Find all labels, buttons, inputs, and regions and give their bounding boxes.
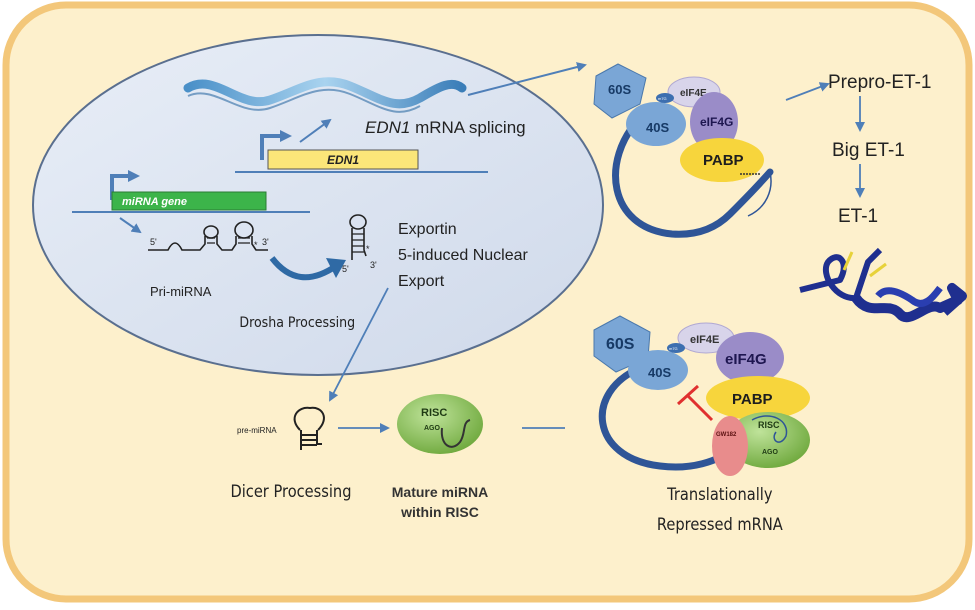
edn1-promoter-arrow xyxy=(260,134,282,160)
arrow-to-prepro xyxy=(785,82,830,101)
top-40s xyxy=(626,102,686,146)
prepro-et1-label: Prepro-ET-1 xyxy=(828,72,931,93)
rep-40s-label: 40S xyxy=(648,365,671,380)
exportin-line3: Export xyxy=(398,273,445,290)
rep-cap xyxy=(667,343,685,353)
arrow-nuclear-export xyxy=(329,287,389,402)
arrow-to-pri-mirna xyxy=(119,217,142,234)
mirna-gene-label: miRNA gene xyxy=(122,196,187,208)
top-mrna-loop xyxy=(612,114,774,238)
pre-5prime: 5' xyxy=(342,264,349,274)
edn1-gene-box xyxy=(267,149,419,170)
top-eif4g xyxy=(690,92,738,152)
rep-eif4e-label: eIF4E xyxy=(690,334,719,346)
pre-mirna-label: pre-miRNA xyxy=(237,426,277,435)
drosha-arrow xyxy=(269,256,338,281)
mature-mirna-strand xyxy=(440,419,471,448)
repressed-complex: 60S 40S eIF4E m7G eIF4G PABP RISC AGO GW… xyxy=(593,315,810,476)
rep-risc-label: RISC xyxy=(758,420,780,430)
arrow-to-ribosome xyxy=(467,62,587,96)
pre-mirna-hairpin-nuclear xyxy=(349,214,367,260)
rep-pabp-label: PABP xyxy=(732,391,773,408)
rep-gw182-label: GW182 xyxy=(716,432,737,438)
mature-risc-label: RISC xyxy=(421,407,447,419)
top-eif4g-label: eIF4G xyxy=(700,115,733,129)
repressed-label-line1: Translationally xyxy=(666,484,772,504)
mature-label-line1: Mature miRNA xyxy=(392,484,488,500)
dicer-label: Dicer Processing xyxy=(230,481,351,501)
mirna-promoter-head xyxy=(128,170,140,182)
repressed-label-line2: Repressed mRNA xyxy=(657,514,783,534)
et1-peptide-structure xyxy=(799,247,967,322)
top-60s-label: 60S xyxy=(608,82,631,97)
mrna-helix xyxy=(183,77,467,109)
exportin-line2: 5-induced Nuclear xyxy=(398,247,529,264)
pri-mirna-structure xyxy=(148,221,268,251)
pri-5prime: 5' xyxy=(150,237,157,247)
mrna-helix-shadow xyxy=(187,88,421,113)
rep-eif4g xyxy=(716,332,784,384)
edn1-gene-label: EDN1 xyxy=(327,153,359,167)
pri-mirna-label: Pri-miRNA xyxy=(150,284,212,299)
top-cap-label: m7G xyxy=(658,96,667,101)
nucleus xyxy=(32,34,604,376)
top-eif4e-label: eIF4E xyxy=(680,88,707,99)
pre-mirna-hairpin-cyto xyxy=(293,406,325,450)
top-pabp-label: PABP xyxy=(703,152,744,169)
arrow-transcription xyxy=(299,118,332,143)
rep-40s xyxy=(628,350,688,390)
top-mrna-tail xyxy=(747,171,772,217)
top-pabp xyxy=(680,138,764,182)
mrna-splicing-label: EDN1 mRNA splicing xyxy=(365,118,526,137)
rep-eif4g-label: eIF4G xyxy=(725,351,767,368)
pre-star: * xyxy=(366,244,370,254)
big-et1-label: Big ET-1 xyxy=(832,140,905,161)
rep-ago-label: AGO xyxy=(762,449,779,456)
rep-cap-label: m7G xyxy=(669,346,678,351)
exportin-line1: Exportin xyxy=(398,221,457,238)
et1-label: ET-1 xyxy=(838,206,878,227)
rep-60s-label: 60S xyxy=(606,336,635,353)
pri-star: * xyxy=(254,240,258,250)
top-40s-label: 40S xyxy=(646,120,669,135)
edn1-promoter-head xyxy=(280,130,292,142)
translating-complex: 60S 40S eIF4E m7G eIF4G PABP xyxy=(593,63,774,238)
drosha-arrow-head xyxy=(326,258,346,278)
mirna-gene-box xyxy=(111,191,267,211)
top-cap xyxy=(656,93,674,103)
pre-3prime: 3' xyxy=(370,260,377,270)
rep-mirna-binding xyxy=(751,415,788,443)
rep-gw182 xyxy=(712,416,748,476)
mature-label-line2: within RISC xyxy=(400,504,479,520)
mature-risc-complex xyxy=(397,394,483,454)
rep-pabp xyxy=(706,376,810,420)
top-60s xyxy=(593,63,647,119)
mature-ago-label: AGO xyxy=(424,425,441,432)
drosha-label: Drosha Processing xyxy=(239,315,355,331)
pri-3prime: 3' xyxy=(262,237,269,247)
inhibition-symbol xyxy=(676,384,714,422)
